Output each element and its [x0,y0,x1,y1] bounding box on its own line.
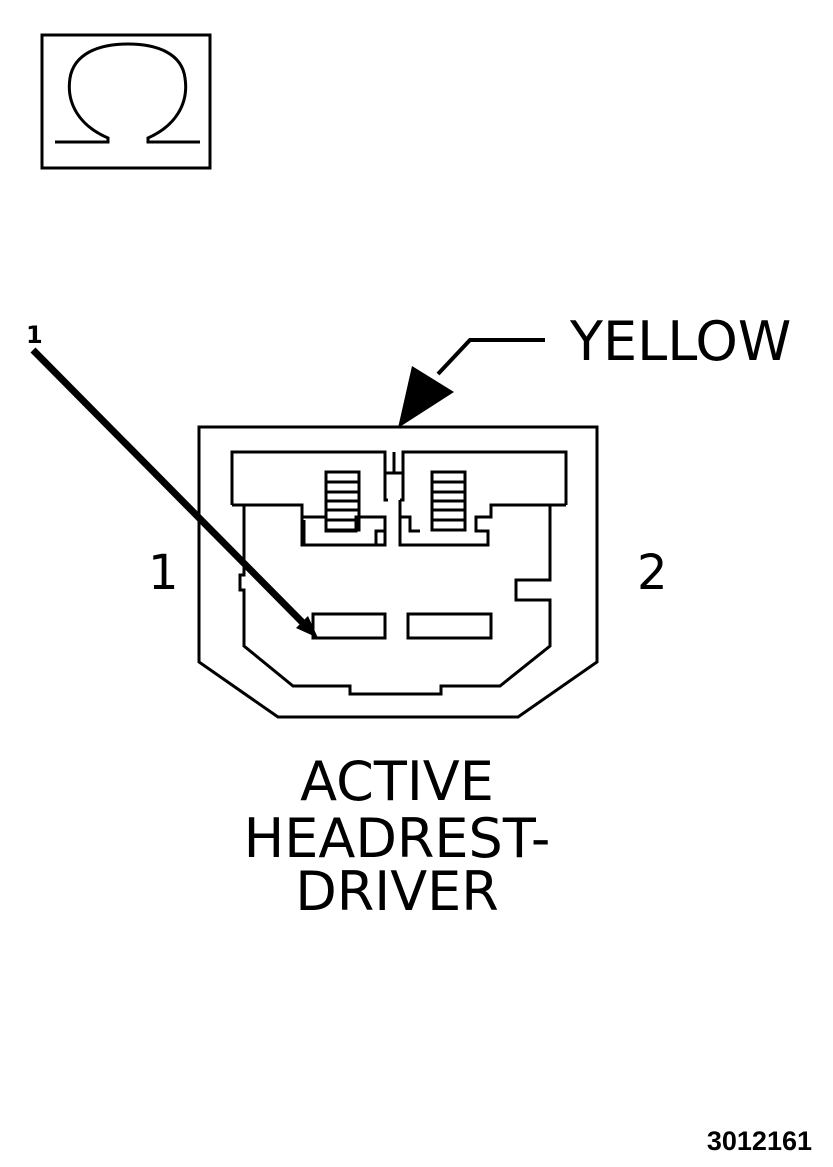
connector-housing [197,425,599,719]
ohm-symbol-icon [40,33,212,170]
wire-color-label: YELLOW [569,310,791,373]
pin-1-label: 1 [148,545,179,601]
yellow-leader [398,338,545,428]
figure-number: 3012161 [707,1126,812,1156]
pin-2-label: 2 [637,545,668,601]
connector-name-line2: HEADREST- [244,807,551,870]
connector-name-line3: DRIVER [295,860,499,923]
callout-1-number: 1 [26,321,43,349]
connector-name-line1: ACTIVE [300,750,494,813]
